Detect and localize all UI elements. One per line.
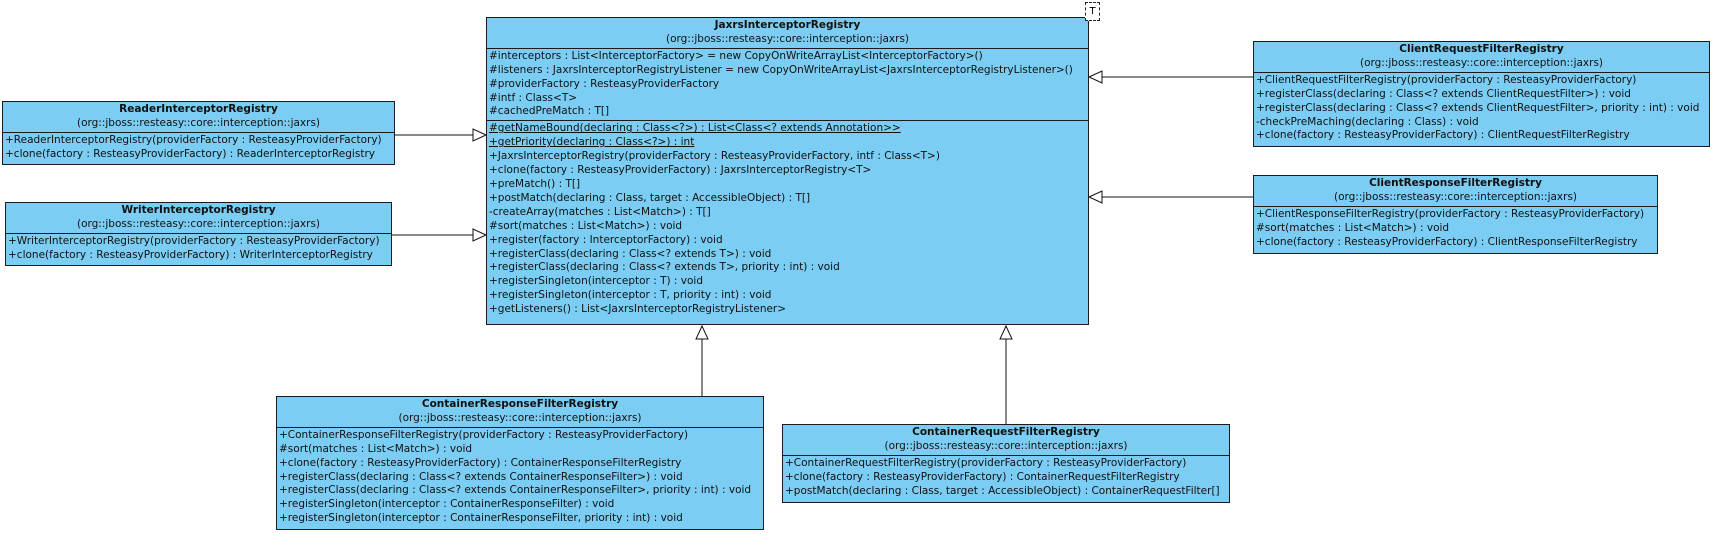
attribute: #interceptors : List<InterceptorFactory>…: [489, 49, 983, 62]
class-header: JaxrsInterceptorRegistry (org::jboss::re…: [487, 18, 1088, 48]
container-response-extends-arrowhead: [695, 324, 709, 340]
class-header: ReaderInterceptorRegistry (org::jboss::r…: [3, 102, 394, 132]
operation: +registerClass(declaring : Class<? exten…: [489, 247, 772, 260]
operation: #sort(matches : List<Match>) : void: [489, 219, 683, 232]
class-name: ClientRequestFilterRegistry: [1399, 43, 1564, 55]
class-name: JaxrsInterceptorRegistry: [714, 19, 861, 31]
class-name: ClientResponseFilterRegistry: [1369, 177, 1542, 189]
operation: +WriterInterceptorRegistry(providerFacto…: [8, 234, 380, 247]
class-container-response-filter-registry[interactable]: ContainerResponseFilterRegistry (org::jb…: [276, 396, 764, 530]
class-package: (org::jboss::resteasy::core::interceptio…: [398, 411, 642, 424]
client-response-extends-arrowhead: [1087, 190, 1103, 204]
operations-compartment: +WriterInterceptorRegistry(providerFacto…: [6, 232, 391, 264]
operation: +clone(factory : ResteasyProviderFactory…: [8, 248, 373, 261]
operations-compartment: +ContainerResponseFilterRegistry(provide…: [277, 426, 763, 527]
class-header: ClientRequestFilterRegistry (org::jboss:…: [1254, 42, 1709, 72]
class-header: ClientResponseFilterRegistry (org::jboss…: [1254, 176, 1657, 206]
operation: +registerClass(declaring : Class<? exten…: [1256, 101, 1700, 114]
operation: +clone(factory : ResteasyProviderFactory…: [5, 147, 375, 160]
class-jaxrs-interceptor-registry[interactable]: JaxrsInterceptorRegistry (org::jboss::re…: [486, 17, 1089, 325]
operation: +register(factory : InterceptorFactory) …: [489, 233, 723, 246]
class-client-response-filter-registry[interactable]: ClientResponseFilterRegistry (org::jboss…: [1253, 175, 1658, 254]
static-operation: #getNameBound(declaring : Class<?>) : Li…: [489, 122, 901, 135]
operation: +ClientRequestFilterRegistry(providerFac…: [1256, 73, 1637, 86]
class-name: ContainerRequestFilterRegistry: [912, 426, 1100, 438]
class-package: (org::jboss::resteasy::core::interceptio…: [665, 32, 910, 45]
operations-compartment: #getNameBound(declaring : Class<?>) : Li…: [487, 120, 1088, 318]
type-parameter-box: T: [1085, 2, 1100, 21]
class-name: ReaderInterceptorRegistry: [119, 103, 278, 115]
attribute: #intf : Class<T>: [489, 91, 578, 104]
operation: +ContainerRequestFilterRegistry(provider…: [785, 456, 1187, 469]
class-container-request-filter-registry[interactable]: ContainerRequestFilterRegistry (org::jbo…: [782, 424, 1230, 503]
operation: +clone(factory : ResteasyProviderFactory…: [1256, 129, 1630, 142]
operation: +registerSingleton(interceptor : T, prio…: [489, 289, 772, 302]
reader-extends-arrowhead: [472, 128, 488, 142]
operations-compartment: +ClientRequestFilterRegistry(providerFac…: [1254, 71, 1709, 145]
container-request-extends-arrowhead: [999, 324, 1013, 340]
class-writer-interceptor-registry[interactable]: WriterInterceptorRegistry (org::jboss::r…: [5, 202, 392, 266]
operation: -createArray(matches : List<Match>) : T[…: [489, 205, 711, 218]
class-client-request-filter-registry[interactable]: ClientRequestFilterRegistry (org::jboss:…: [1253, 41, 1710, 147]
class-header: ContainerRequestFilterRegistry (org::jbo…: [783, 425, 1229, 455]
operation: +registerSingleton(interceptor : Contain…: [279, 512, 683, 525]
operation: +postMatch(declaring : Class, target : A…: [489, 191, 811, 204]
operation: #sort(matches : List<Match>) : void: [1256, 221, 1450, 234]
writer-extends-arrowhead: [472, 228, 488, 242]
class-name: ContainerResponseFilterRegistry: [421, 398, 619, 410]
static-operation: +getPriority(declaring : Class<?>) : int: [489, 136, 695, 149]
operations-compartment: +ContainerRequestFilterRegistry(provider…: [783, 454, 1229, 500]
class-package: (org::jboss::resteasy::core::interceptio…: [884, 439, 1128, 452]
operation: +clone(factory : ResteasyProviderFactory…: [279, 456, 682, 469]
operation: +ClientResponseFilterRegistry(providerFa…: [1256, 207, 1645, 220]
operations-compartment: +ClientResponseFilterRegistry(providerFa…: [1254, 205, 1657, 251]
class-package: (org::jboss::resteasy::core::interceptio…: [1333, 190, 1578, 203]
operation: +registerClass(declaring : Class<? exten…: [1256, 87, 1631, 100]
class-package: (org::jboss::resteasy::core::interceptio…: [76, 116, 321, 129]
operation: +postMatch(declaring : Class, target : A…: [785, 484, 1220, 497]
operation: +registerClass(declaring : Class<? exten…: [489, 261, 840, 274]
attributes-compartment: #interceptors : List<InterceptorFactory>…: [487, 47, 1088, 121]
operation: +clone(factory : ResteasyProviderFactory…: [489, 164, 872, 177]
class-package: (org::jboss::resteasy::core::interceptio…: [76, 217, 321, 230]
class-header: ContainerResponseFilterRegistry (org::jb…: [277, 397, 763, 427]
class-name: WriterInterceptorRegistry: [121, 204, 276, 216]
operation: +ReaderInterceptorRegistry(providerFacto…: [5, 133, 382, 146]
operation: #sort(matches : List<Match>) : void: [279, 442, 473, 455]
operations-compartment: +ReaderInterceptorRegistry(providerFacto…: [3, 131, 394, 163]
operation: -checkPreMaching(declaring : Class) : vo…: [1256, 115, 1479, 128]
class-reader-interceptor-registry[interactable]: ReaderInterceptorRegistry (org::jboss::r…: [2, 101, 395, 165]
operation: +JaxrsInterceptorRegistry(providerFactor…: [489, 150, 940, 163]
class-header: WriterInterceptorRegistry (org::jboss::r…: [6, 203, 391, 233]
operation: +registerSingleton(interceptor : Contain…: [279, 498, 615, 511]
attribute: #providerFactory : ResteasyProviderFacto…: [489, 77, 720, 90]
client-request-extends-arrowhead: [1087, 70, 1103, 84]
attribute: #cachedPreMatch : T[]: [489, 105, 610, 118]
operation: +registerClass(declaring : Class<? exten…: [279, 484, 752, 497]
operation: +registerSingleton(interceptor : T) : vo…: [489, 275, 704, 288]
operation: +getListeners() : List<JaxrsInterceptorR…: [489, 303, 787, 316]
operation: +clone(factory : ResteasyProviderFactory…: [1256, 235, 1638, 248]
class-package: (org::jboss::resteasy::core::interceptio…: [1359, 56, 1604, 69]
operation: +clone(factory : ResteasyProviderFactory…: [785, 470, 1180, 483]
operation: +preMatch() : T[]: [489, 177, 581, 190]
operation: +registerClass(declaring : Class<? exten…: [279, 470, 683, 483]
operation: +ContainerResponseFilterRegistry(provide…: [279, 428, 689, 441]
attribute: #listeners : JaxrsInterceptorRegistryLis…: [489, 63, 1073, 76]
